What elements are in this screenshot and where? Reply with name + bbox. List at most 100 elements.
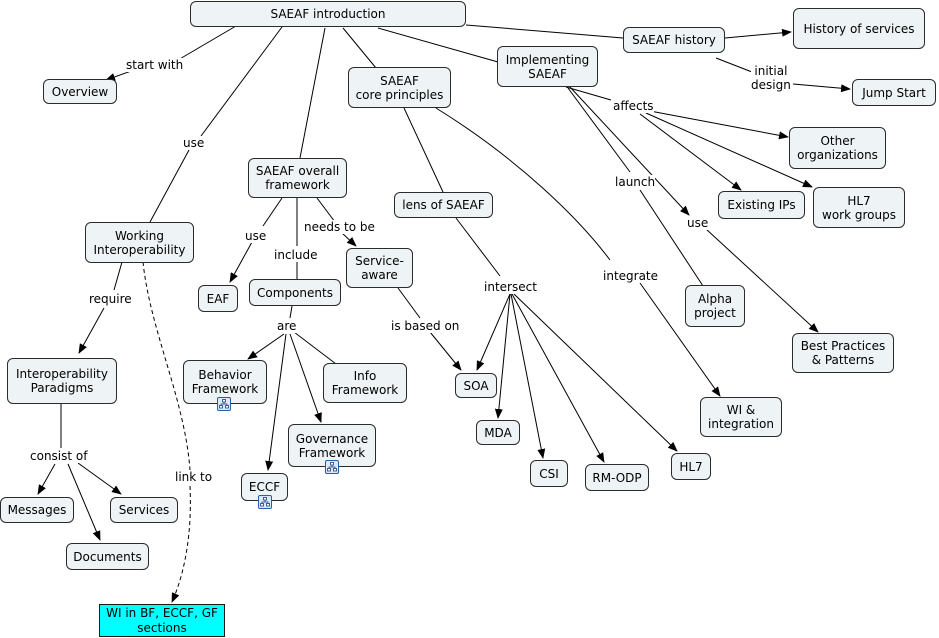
connector-overall-use [262, 197, 283, 227]
concept-saeaf-history[interactable]: SAEAF history [623, 27, 725, 53]
submap-icon[interactable] [325, 460, 339, 474]
concept-lens-of-saeaf[interactable]: lens of SAEAF [394, 192, 493, 218]
concept-label: Overview [51, 84, 109, 99]
concept-governance-framework[interactable]: Governance Framework [288, 424, 376, 467]
concept-eaf[interactable]: EAF [198, 285, 238, 312]
concept-hl7-work-groups[interactable]: HL7 work groups [813, 187, 905, 228]
connector-intersect-soa [476, 293, 511, 371]
connector-core-integrate [435, 107, 611, 261]
connector-intro-startwith [177, 25, 237, 61]
submap-icon[interactable] [217, 397, 231, 411]
concept-csi[interactable]: CSI [530, 460, 568, 487]
concept-info-framework[interactable]: Info Framework [323, 363, 407, 403]
connector-use-eaf [229, 241, 253, 283]
concept-messages[interactable]: Messages [0, 497, 74, 523]
connector-are-info [293, 331, 337, 365]
concept-components[interactable]: Components [249, 279, 341, 306]
concept-label: SAEAF history [632, 33, 716, 47]
connector-intro-history [465, 24, 624, 39]
concept-interoperability-paradigms[interactable]: Interoperability Paradigms [7, 358, 117, 404]
concept-label: CSI [539, 466, 559, 481]
concept-rm-odp[interactable]: RM-ODP [585, 464, 649, 491]
concept-wi-integration[interactable]: WI & integration [700, 397, 782, 437]
link-label-initial-design: initial design [751, 64, 791, 92]
connector-components-are [289, 305, 293, 319]
concept-label: HL7 work groups [822, 193, 896, 222]
link-label-is-based-on: is based on [391, 319, 460, 333]
concept-implementing-saeaf[interactable]: Implementing SAEAF [497, 46, 598, 87]
concept-label: SOA [463, 378, 489, 393]
submap-icon[interactable] [258, 495, 272, 509]
concept-label: EAF [206, 291, 230, 306]
concept-jump-start[interactable]: Jump Start [852, 79, 936, 106]
concept-saeaf-introduction[interactable]: SAEAF introduction [190, 1, 466, 27]
connector-integrate-wi [639, 282, 721, 397]
link-label-intersect: intersect [484, 280, 537, 294]
link-label-are: are [277, 319, 297, 333]
connector-serviceaware-basedon [397, 287, 421, 319]
concept-overall-framework[interactable]: SAEAF overall framework [248, 158, 347, 198]
concept-label: WI & integration [708, 403, 774, 431]
concept-service-aware[interactable]: Service- aware [346, 248, 413, 288]
connector-launch-alpha [639, 189, 704, 287]
concept-other-organizations[interactable]: Other organizations [789, 127, 886, 169]
connector-require-paradigms [78, 307, 105, 354]
connector-intro-use [200, 26, 283, 137]
concept-hl7[interactable]: HL7 [671, 453, 711, 480]
connector-needs-serviceaware [341, 232, 357, 247]
connector-intersect-csi [510, 293, 546, 459]
link-label-use: use [687, 216, 709, 230]
concept-label: History of services [803, 21, 915, 36]
connector-history-services [724, 28, 792, 39]
concept-existing-ips[interactable]: Existing IPs [718, 191, 805, 219]
connector-use-bestpractices [705, 228, 819, 333]
link-label-needs-to-be: needs to be [304, 220, 375, 234]
link-label-require: require [89, 292, 132, 306]
concept-label: Implementing SAEAF [505, 52, 590, 81]
concept-label: Interoperability Paradigms [16, 367, 108, 395]
concept-label: Best Practices & Patterns [800, 339, 886, 367]
concept-documents[interactable]: Documents [66, 543, 149, 570]
connector-implementing-launch [567, 87, 631, 173]
connector-initial-jumpstart [792, 83, 851, 93]
concept-label: Existing IPs [727, 198, 796, 212]
concept-wi-sections-link[interactable]: WI in BF, ECCF, GF sections [99, 604, 225, 637]
connector-lens-intersect [455, 217, 501, 277]
connector-use-working [149, 149, 190, 223]
link-label-link-to: link to [175, 470, 213, 484]
connector-basedon-soa [429, 331, 462, 371]
connector-linkto-wisections [171, 485, 191, 603]
concept-label: Messages [7, 503, 67, 517]
concept-label: MDA [484, 425, 512, 440]
concept-label: WI in BF, ECCF, GF sections [106, 605, 218, 635]
link-label-consist-of: consist of [30, 449, 88, 463]
connector-intersect-rmodp [511, 293, 605, 463]
concept-history-of-services[interactable]: History of services [793, 8, 925, 49]
concept-core-principles[interactable]: SAEAF core principles [348, 67, 451, 108]
connector-working-require [113, 261, 123, 291]
connector-are-behavior [247, 333, 285, 360]
connector-affects-hl7wg [645, 112, 813, 188]
connector-intro-overall [299, 27, 326, 159]
concept-label: Behavior Framework [191, 368, 259, 396]
concept-label: Service- aware [355, 254, 404, 282]
concept-mda[interactable]: MDA [476, 420, 520, 445]
concept-soa[interactable]: SOA [455, 373, 497, 398]
concept-alpha-project[interactable]: Alpha project [685, 285, 745, 327]
connector-consist-messages [37, 463, 56, 495]
concept-working-interoperability[interactable]: Working Interoperability [85, 222, 194, 263]
concept-best-practices-patterns[interactable]: Best Practices & Patterns [792, 333, 894, 373]
connector-intro-core [342, 27, 377, 69]
concept-overview[interactable]: Overview [43, 79, 117, 104]
concept-services[interactable]: Services [110, 497, 178, 523]
link-label-integrate: integrate [603, 269, 659, 283]
concept-label: SAEAF core principles [355, 73, 444, 102]
concept-label: Services [118, 503, 170, 517]
concept-label: HL7 [679, 459, 703, 474]
concept-label: Alpha project [694, 292, 736, 320]
connector-are-governance [289, 333, 322, 423]
connector-affects-existingips [639, 113, 742, 191]
concept-behavior-framework[interactable]: Behavior Framework [183, 360, 267, 404]
